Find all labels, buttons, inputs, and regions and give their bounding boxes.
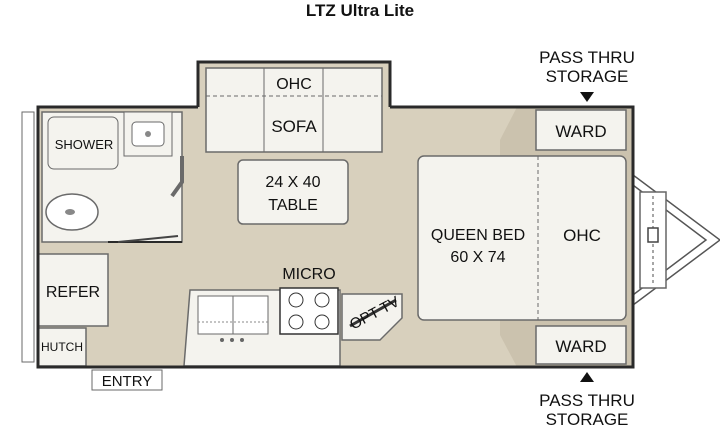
queen-bed	[417, 155, 627, 321]
sofa-slideout	[205, 67, 383, 153]
bathroom	[41, 111, 184, 243]
floorplan-title: LTZ Ultra Lite	[305, 1, 415, 20]
queen-bed-size-label: 60 X 74	[450, 249, 505, 266]
pass-thru-bottom-arrow	[580, 372, 594, 382]
refer-label: REFER	[46, 284, 100, 301]
exterior-walls	[36, 60, 635, 369]
ohc-bed-label: OHC	[563, 226, 601, 245]
queen-bed-label: QUEEN BED	[431, 227, 525, 244]
entry-label: ENTRY	[102, 373, 153, 390]
micro-label: MICRO	[282, 266, 335, 283]
ohc-sofa-label: OHC	[276, 76, 312, 93]
hutch-label: HUTCH	[41, 340, 83, 354]
wardrobe-bottom	[535, 325, 627, 365]
sofa-label: SOFA	[271, 117, 317, 136]
refrigerator	[37, 253, 109, 327]
dinette-table	[237, 159, 349, 225]
pass-thru-bottom-label: PASS THRU STORAGE	[527, 391, 647, 429]
ward-top-label: WARD	[555, 122, 606, 141]
hutch	[37, 327, 87, 367]
pass-thru-top-line2: STORAGE	[545, 67, 629, 86]
kitchen-counter	[183, 287, 341, 367]
pass-thru-bottom-line1: PASS THRU	[539, 391, 635, 410]
table-label: TABLE	[268, 197, 318, 214]
entry-door	[91, 369, 163, 391]
ward-bottom-label: WARD	[555, 337, 606, 356]
wardrobe-top	[535, 109, 627, 151]
pass-thru-top-line1: PASS THRU	[539, 48, 635, 67]
pass-thru-top-label: PASS THRU STORAGE	[527, 48, 647, 86]
pass-thru-top-arrow	[580, 92, 594, 102]
trailer-hitch	[632, 174, 720, 306]
pass-thru-bottom-line2: STORAGE	[545, 410, 629, 429]
shower-label: SHOWER	[55, 137, 114, 152]
tv-cabinet	[341, 293, 403, 341]
table-size-label: 24 X 40	[265, 174, 320, 191]
rear-wall-panel	[21, 111, 35, 363]
